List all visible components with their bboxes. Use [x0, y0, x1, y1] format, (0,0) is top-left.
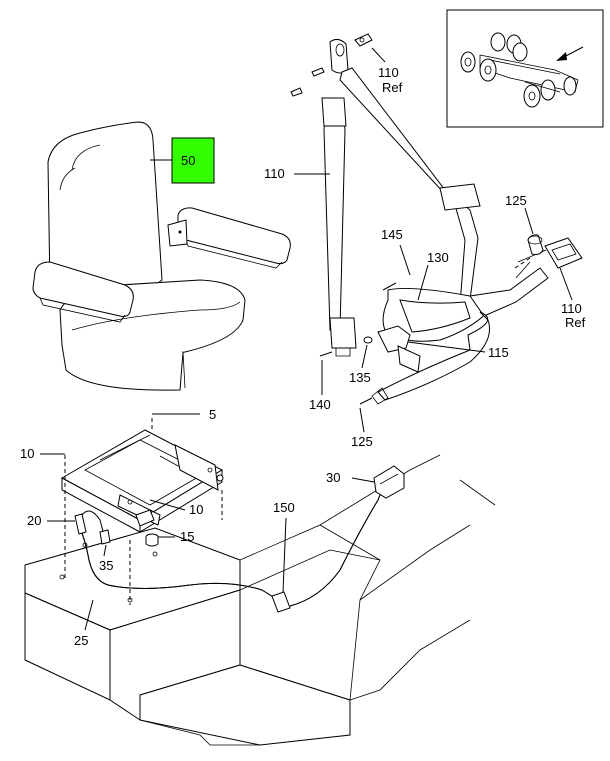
callout-5[interactable]: 5	[209, 407, 216, 422]
callout-150[interactable]: 150	[273, 500, 295, 515]
callout-110-top[interactable]: 110	[378, 65, 399, 80]
callout-125-top[interactable]: 125	[505, 193, 527, 208]
switch-30	[373, 465, 405, 499]
callout-110-top-ref: Ref	[382, 80, 403, 95]
callout-10-mid[interactable]: 10	[189, 502, 203, 517]
connector-20	[74, 513, 87, 535]
callout-35[interactable]: 35	[99, 558, 113, 573]
callout-50-label: 50	[181, 153, 195, 168]
callout-10-left[interactable]: 10	[20, 446, 34, 461]
clip-35	[99, 529, 111, 545]
vehicle-chassis-thumbnail	[460, 32, 579, 108]
alignment-lines	[64, 418, 223, 605]
callout-115[interactable]: 115	[488, 345, 509, 360]
callout-15[interactable]: 15	[180, 529, 194, 544]
seat-belt-leaders	[294, 47, 573, 433]
callout-50-highlight[interactable]: 50	[171, 137, 215, 184]
callout-140[interactable]: 140	[309, 397, 331, 412]
callout-130[interactable]: 130	[427, 250, 449, 265]
seat-assembly	[32, 121, 291, 391]
callout-145[interactable]: 145	[381, 227, 403, 242]
callout-110-left[interactable]: 110	[264, 166, 285, 181]
callout-110-right[interactable]: 110	[561, 301, 582, 316]
wiring-harness	[74, 465, 405, 613]
buckle-tongue	[544, 237, 583, 269]
seat-belt-assembly	[290, 33, 583, 405]
callout-125-bottom[interactable]: 125	[351, 434, 373, 449]
latch-115	[377, 325, 411, 353]
retractor	[329, 317, 357, 349]
seat-riser-base	[24, 454, 496, 746]
callout-135[interactable]: 135	[349, 370, 371, 385]
seat-mount-plate	[60, 429, 224, 533]
bolt-135	[363, 336, 373, 344]
callout-30[interactable]: 30	[326, 470, 340, 485]
connector-150	[271, 591, 291, 613]
callout-25[interactable]: 25	[74, 633, 88, 648]
callout-110-right-ref: Ref	[565, 315, 586, 330]
location-arrow	[556, 46, 584, 61]
base-leaders	[40, 413, 375, 631]
vehicle-locator-inset	[446, 9, 604, 128]
callout-labels: 110 Ref 110 125 145 130 110 Ref 115 135 …	[20, 65, 586, 648]
callout-20[interactable]: 20	[27, 513, 41, 528]
